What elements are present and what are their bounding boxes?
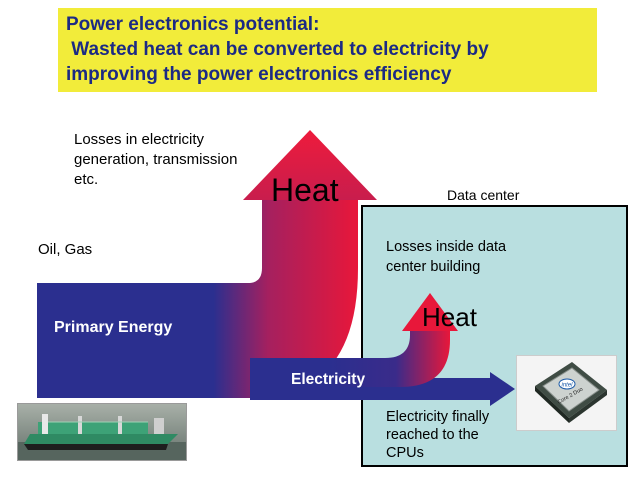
losses-generation-line-2: generation, transmission [74,151,238,168]
data-center-label: Data center [447,187,520,203]
losses-dc-line-1: Losses inside data [386,239,507,255]
losses-generation-text: Losses in electricity generation, transm… [74,130,237,190]
cpu-brand-text: intel [561,383,573,389]
cpu-reached-text: Electricity finally reached to the CPUs [386,408,489,462]
title-line-3: improving the power electronics efficien… [66,64,452,85]
cpu-reached-line-1: Electricity finally [386,409,490,425]
lng-tanker-ship-icon [17,403,187,461]
heat-arrow-big [243,130,377,200]
oil-gas-label: Oil, Gas [38,241,93,258]
losses-dc-line-2: center building [386,259,481,275]
title-banner: Power electronics potential: Wasted heat… [58,8,597,92]
losses-generation-line-1: Losses in electricity [74,131,205,148]
primary-energy-flow [37,200,358,398]
cpu-reached-line-2: reached to the [386,427,479,443]
ship-graphic [18,414,186,460]
title-line-1: Power electronics potential: [66,14,320,35]
electricity-label: Electricity [291,371,366,388]
datacenter-loss-flow [330,330,450,387]
heat-arrow-small [402,293,458,331]
losses-generation-line-3: etc. [74,171,99,188]
title-line-2: Wasted heat can be converted to electric… [66,39,489,60]
cpu-reached-line-3: CPUs [386,445,424,461]
heat-label-small: Heat [422,302,477,332]
heat-label-big: Heat [271,172,339,208]
losses-datacenter-text: Losses inside data center building [386,237,506,277]
primary-energy-label: Primary Energy [54,319,173,336]
intel-cpu-chip-icon: intel Core 2 Duo [516,355,617,431]
cpu-chip-graphic: intel Core 2 Duo [535,362,607,423]
